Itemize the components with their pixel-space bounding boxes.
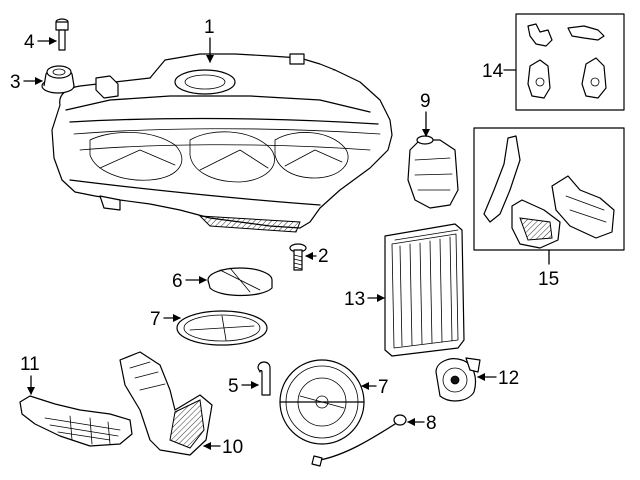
part-duct: [119, 351, 213, 456]
part-large-cover: [279, 359, 365, 445]
callout-2: 2: [318, 246, 329, 267]
part-clip: [257, 361, 271, 396]
callout-11: 11: [20, 354, 40, 375]
callout-7-seal: 7: [150, 309, 161, 330]
callout-8: 8: [426, 413, 437, 434]
callout-9: 9: [420, 91, 431, 112]
callout-6: 6: [172, 271, 183, 292]
part-seal-ring: [176, 310, 268, 346]
callout-1: 1: [204, 17, 215, 38]
part-bolt: [55, 18, 69, 51]
callout-10: 10: [222, 437, 243, 458]
callout-7-cover: 7: [378, 377, 389, 398]
part-air-guide: [19, 395, 133, 447]
part-repair-kit: [473, 127, 625, 251]
callout-12: 12: [498, 368, 519, 389]
part-blower: [435, 357, 481, 402]
callout-3: 3: [10, 72, 21, 93]
part-screw: [289, 243, 307, 271]
part-led-module: [384, 223, 465, 357]
callout-14: 14: [482, 61, 504, 82]
part-headlamp-assembly: [51, 53, 393, 233]
callout-13: 13: [344, 289, 365, 310]
callouts: 1 2 3 4 5 6 7 7 8 9 10 11 12: [10, 17, 559, 458]
part-grommet: [41, 65, 75, 94]
part-actuator: [407, 135, 459, 209]
part-brackets-set: [515, 13, 625, 111]
part-cap: [207, 267, 273, 297]
callout-5: 5: [228, 376, 239, 397]
callout-15: 15: [538, 269, 559, 290]
part-wire: [311, 414, 407, 467]
callout-4: 4: [24, 32, 35, 53]
